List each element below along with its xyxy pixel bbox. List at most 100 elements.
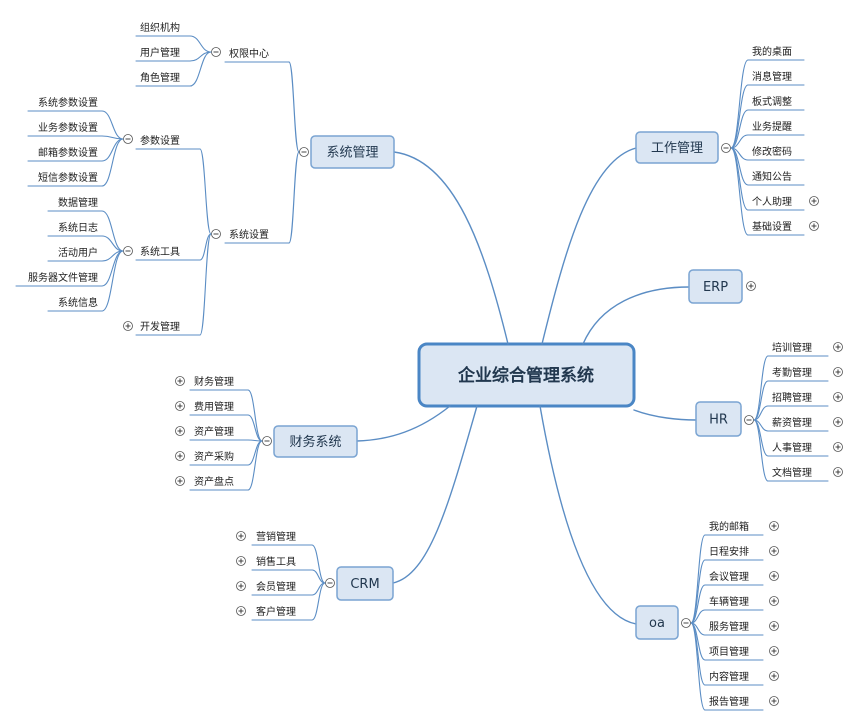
connector-line [189, 51, 212, 87]
collapse-icon[interactable] [211, 47, 221, 57]
node-gongju-item: 服务器文件管理 [28, 271, 98, 284]
node-gongju-item: 系统日志 [58, 221, 98, 234]
expand-icon[interactable] [175, 401, 185, 411]
node-gongzuo-item: 个人助理 [752, 195, 792, 208]
node-quanxian-item: 角色管理 [140, 71, 180, 84]
expand-icon[interactable] [175, 476, 185, 486]
node-caiwu-item: 资产采购 [194, 450, 234, 463]
node-oa-item: 会议管理 [709, 570, 749, 583]
node-gongju: 系统工具 [140, 245, 180, 258]
node-hr-item: 文档管理 [772, 466, 812, 479]
node-gongju-item: 活动用户 [58, 246, 98, 259]
expand-icon[interactable] [769, 571, 779, 581]
node-crm[interactable] [336, 566, 394, 601]
collapse-icon[interactable] [262, 436, 272, 446]
expand-icon[interactable] [769, 696, 779, 706]
collapse-icon[interactable] [123, 246, 133, 256]
connector-line [582, 286, 690, 345]
expand-icon[interactable] [769, 596, 779, 606]
node-canshu-item: 短信参数设置 [38, 171, 98, 184]
connector-line [288, 61, 300, 153]
collapse-icon[interactable] [123, 134, 133, 144]
connector-line [101, 110, 124, 140]
connector-line [101, 250, 124, 312]
connector-line [730, 147, 749, 236]
connector-line [247, 440, 263, 466]
node-shezhi: 系统设置 [229, 228, 269, 241]
connector-line [690, 609, 706, 624]
node-hr-item: 薪资管理 [772, 416, 812, 429]
connector-line [541, 147, 637, 345]
node-oa[interactable] [635, 605, 679, 640]
node-crm-item: 营销管理 [256, 530, 296, 543]
expand-icon[interactable] [833, 392, 843, 402]
node-gongzuo-item: 板式调整 [752, 95, 792, 108]
expand-icon[interactable] [833, 417, 843, 427]
collapse-icon[interactable] [325, 578, 335, 588]
connector-line [690, 622, 706, 711]
node-gongzuo-item: 基础设置 [752, 220, 792, 233]
expand-icon[interactable] [123, 321, 133, 331]
expand-icon[interactable] [769, 621, 779, 631]
connector-line [753, 405, 769, 421]
expand-icon[interactable] [175, 451, 185, 461]
node-xitong[interactable] [310, 135, 395, 169]
node-quanxian-item: 用户管理 [140, 46, 180, 59]
node-oa-item: 车辆管理 [709, 595, 749, 608]
expand-icon[interactable] [809, 221, 819, 231]
expand-icon[interactable] [769, 646, 779, 656]
expand-icon[interactable] [769, 546, 779, 556]
root-node[interactable] [417, 342, 636, 408]
expand-icon[interactable] [833, 367, 843, 377]
collapse-icon[interactable] [299, 147, 309, 157]
connector-line [101, 210, 124, 252]
expand-icon[interactable] [769, 521, 779, 531]
connector-line [199, 148, 212, 235]
expand-icon[interactable] [746, 281, 756, 291]
connector-line [690, 534, 706, 624]
connector-line [633, 409, 697, 421]
connector-line [753, 380, 769, 421]
expand-icon[interactable] [769, 671, 779, 681]
connector-line [356, 405, 451, 442]
node-caiwu-item: 资产管理 [194, 425, 234, 438]
node-erp[interactable] [688, 269, 743, 304]
node-oa-item: 报告管理 [709, 695, 749, 708]
node-canshu-item: 业务参数设置 [38, 121, 98, 134]
node-gongzuo-label: 工作管理 [651, 141, 703, 156]
node-crm-item: 销售工具 [256, 555, 296, 568]
expand-icon[interactable] [236, 581, 246, 591]
expand-icon[interactable] [236, 606, 246, 616]
expand-icon[interactable] [175, 376, 185, 386]
connector-line [247, 440, 263, 491]
collapse-icon[interactable] [721, 143, 731, 153]
node-crm-label: CRM [350, 577, 379, 592]
node-crm-item: 客户管理 [256, 605, 296, 618]
collapse-icon[interactable] [744, 415, 754, 425]
node-gongzuo[interactable] [635, 131, 719, 164]
node-canshu-item: 系统参数设置 [38, 96, 98, 109]
collapse-icon[interactable] [211, 229, 221, 239]
expand-icon[interactable] [833, 467, 843, 477]
expand-icon[interactable] [809, 196, 819, 206]
connector-line [199, 233, 212, 336]
connector-line [101, 138, 124, 162]
connector-line [730, 59, 749, 149]
node-caiwu[interactable] [273, 425, 358, 458]
connector-line [730, 84, 749, 149]
expand-icon[interactable] [833, 342, 843, 352]
node-hr-item: 人事管理 [772, 441, 812, 454]
node-hr-item: 培训管理 [772, 341, 812, 354]
expand-icon[interactable] [175, 426, 185, 436]
node-hr[interactable] [695, 401, 742, 437]
collapse-icon[interactable] [681, 618, 691, 628]
connector-line [753, 355, 769, 421]
expand-icon[interactable] [833, 442, 843, 452]
connector-line [189, 35, 212, 53]
connector-line [539, 405, 637, 625]
expand-icon[interactable] [236, 531, 246, 541]
expand-icon[interactable] [236, 556, 246, 566]
connector-line [690, 584, 706, 624]
node-gongju-item: 数据管理 [58, 196, 98, 209]
